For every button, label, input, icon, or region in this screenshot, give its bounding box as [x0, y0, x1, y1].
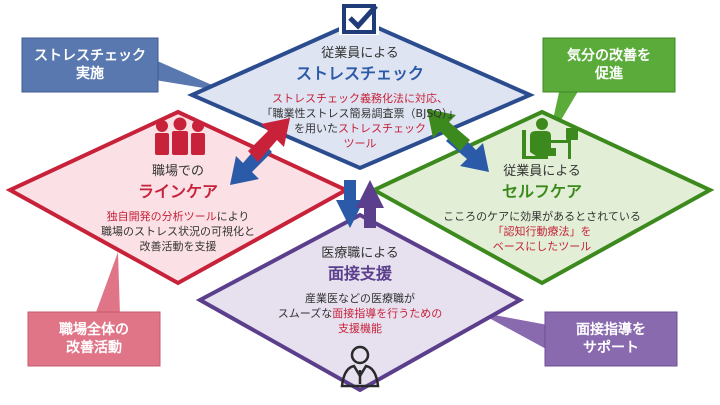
left-body-line2: 職場のストレス状況の可視化と: [101, 225, 255, 238]
right-body-line3: ベースにしたツール: [492, 240, 592, 253]
callout-mood-line1: 気分の改善を: [567, 47, 651, 64]
arrow-to-interview: [336, 180, 364, 228]
left-body-line1-a: 独自開発の分析ツール: [106, 210, 217, 223]
callout-box-mood: [542, 37, 676, 93]
callout-stress-check-line1: ストレスチェック: [34, 47, 146, 64]
top-body-line4: ツール: [343, 137, 377, 150]
bottom-body-line2: スムーズな面接指導を行うための: [250, 307, 470, 321]
callout-interview-line2: サポート: [583, 340, 639, 356]
left-body-line1-b: により: [216, 210, 250, 223]
bottom-body-line3: 支援機能: [338, 322, 382, 335]
callout-mood: 気分の改善を 促進: [543, 38, 675, 92]
callout-tail-stress-check: [155, 60, 228, 92]
left-title-line1: 職場での: [151, 164, 204, 179]
top-body-line3: を用いたストレスチェック: [260, 122, 460, 136]
right-body-line2: 「認知行動療法」を: [492, 225, 592, 238]
top-title-line2: ストレスチェック: [295, 64, 424, 83]
bottom-body-line2-a: スムーズな: [277, 307, 333, 320]
person-at-desk-icon: [522, 118, 578, 159]
callout-tail-interview: [478, 312, 548, 350]
bottom-body-line1: 産業医などの医療職が: [305, 292, 415, 305]
right-title-line1: 従業員による: [503, 164, 581, 179]
arrow-from-line-care: [248, 118, 290, 162]
callout-interview: 面接指導を サポート: [545, 312, 677, 366]
left-body-line1: 独自開発の分析ツールにより: [70, 210, 286, 224]
top-body-line1: ストレスチェック義務化法に対応、: [272, 92, 448, 105]
right-body-line1: こころのケアに効果があるとされている: [443, 210, 641, 223]
callout-interview-line1: 面接指導を: [576, 321, 646, 338]
callout-mood-line2: 促進: [595, 66, 623, 82]
bottom-title-line1: 医療職による: [321, 246, 399, 261]
callout-workplace-line1: 職場全体の: [59, 321, 129, 338]
callout-box-interview: [544, 311, 678, 367]
callout-tail-workplace: [95, 252, 120, 315]
left-body-line3: 改善活動を支援: [139, 240, 217, 253]
bottom-title-line2: 面接支援: [327, 264, 392, 283]
callout-box-stress-check: [21, 37, 159, 93]
left-title-line2: ラインケア: [137, 182, 218, 201]
bottom-body-line2-b: 面接指導を行うための: [332, 307, 443, 320]
checkbox-icon: [339, 3, 379, 35]
top-body-line3-a: を用いた: [294, 122, 338, 135]
diamond-bottom-interview: [195, 212, 525, 393]
top-body-line2: 「職業性ストレス簡易調査票（BJSQ）」: [261, 107, 459, 120]
callout-workplace: 職場全体の 改善活動: [28, 312, 160, 366]
top-title-line1: 従業員による: [321, 46, 399, 61]
people-icon: [155, 117, 205, 155]
diamond-right-self-care: [369, 109, 715, 286]
arrow-from-interview: [356, 180, 384, 228]
arrow-from-self-care: [427, 109, 470, 151]
callout-stress-check: ストレスチェック 実施: [22, 38, 158, 92]
doctor-icon: [340, 345, 380, 388]
callout-box-workplace: [27, 311, 161, 367]
callout-workplace-line2: 改善活動: [66, 340, 122, 356]
callout-stress-check-line2: 実施: [76, 66, 104, 82]
top-body-line3-b: ストレスチェック: [338, 122, 426, 135]
right-title-line2: セルフケア: [501, 182, 582, 201]
